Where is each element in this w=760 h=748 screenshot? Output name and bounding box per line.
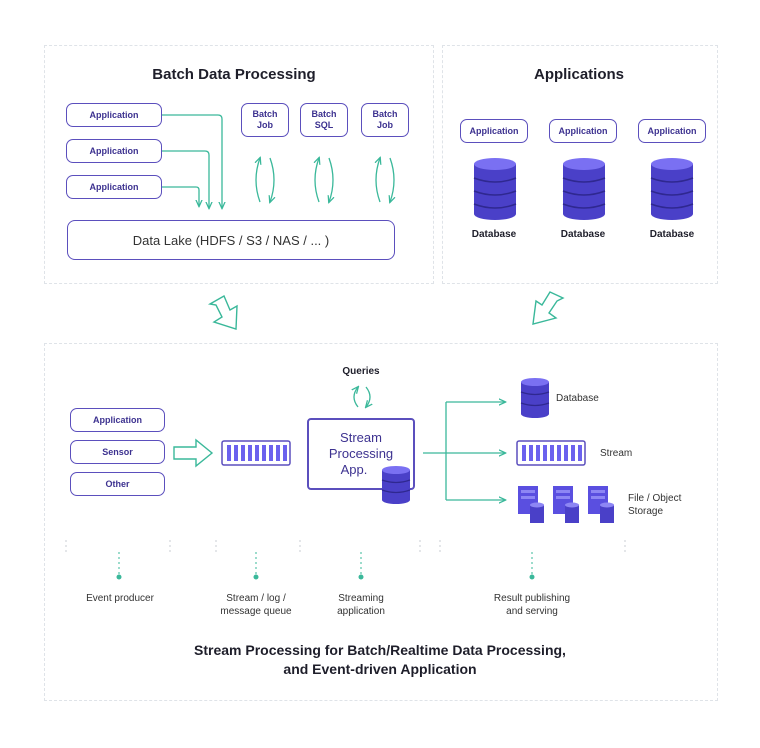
arrow-batch-to-stream <box>207 295 238 330</box>
batch-job-1-line1: Batch <box>252 109 278 119</box>
batch-application-2: Application <box>66 139 162 163</box>
caption-streaming-app-line1: Streaming <box>338 593 384 604</box>
app-panel-application-3: Application <box>638 119 706 143</box>
queue-icon <box>221 440 291 466</box>
stream-title-line1: Stream Processing for Batch/Realtime Dat… <box>194 642 566 658</box>
job2-arc-left <box>376 158 380 203</box>
database-label-1: Database <box>471 229 517 240</box>
output-stream-icon <box>516 440 586 466</box>
job2-arc-right <box>390 157 394 202</box>
caption-event-producer: Event producer <box>70 592 170 605</box>
queries-cycle-icon <box>354 387 370 407</box>
storage-icon <box>518 486 614 523</box>
caption-queue: Stream / log / message queue <box>206 592 306 618</box>
batch-sql-line1: Batch <box>311 109 337 119</box>
job1-arc-left <box>256 158 260 203</box>
batch-job-2-line2: Job <box>376 120 393 130</box>
output-storage-label-2: Storage <box>628 506 664 517</box>
database-icon-3 <box>650 158 694 220</box>
queries-label: Queries <box>342 366 380 377</box>
batch-application-1: Application <box>66 103 162 127</box>
stage-markers <box>118 552 533 574</box>
batch-job-2-line1: Batch <box>372 109 398 119</box>
database-label-3: Database <box>649 229 695 240</box>
app-panel-application-1: Application <box>460 119 528 143</box>
stage-separators <box>65 540 626 552</box>
output-database-label: Database <box>556 393 599 404</box>
database-icon-1 <box>473 158 517 220</box>
app-panel-application-2: Application <box>549 119 617 143</box>
output-connectors <box>423 402 505 500</box>
output-storage-label-1: File / Object <box>628 493 682 504</box>
arrow-producers-to-queue <box>173 438 214 468</box>
batch-sql-line2: SQL <box>314 120 334 130</box>
caption-queue-line1: Stream / log / <box>226 593 286 604</box>
batch-job-1: Batch Job <box>241 103 289 137</box>
database-icon-2 <box>562 158 606 220</box>
output-stream-label: Stream <box>600 448 633 459</box>
producer-sensor: Sensor <box>70 440 165 464</box>
connector-app1-lake <box>162 114 222 208</box>
database-label-2: Database <box>560 229 606 240</box>
caption-result-line2: and serving <box>506 606 558 617</box>
job1-arc-right <box>270 157 274 202</box>
caption-queue-line2: message queue <box>220 606 292 617</box>
caption-result: Result publishing and serving <box>472 592 592 618</box>
stream-title: Stream Processing for Batch/Realtime Dat… <box>44 641 716 679</box>
batch-application-3: Application <box>66 175 162 199</box>
batch-title: Batch Data Processing <box>152 66 316 83</box>
batch-sql: Batch SQL <box>300 103 348 137</box>
batch-job-1-line2: Job <box>256 120 273 130</box>
stage-dots <box>116 574 535 580</box>
connector-app3-lake <box>162 186 199 206</box>
job-arcs <box>256 158 394 202</box>
stream-title-line2: and Event-driven Application <box>283 661 477 677</box>
producer-application: Application <box>70 408 165 432</box>
sql-arc-left <box>315 158 319 203</box>
caption-event-producer-text: Event producer <box>86 593 154 604</box>
batch-connectors <box>162 114 222 208</box>
caption-streaming-app-line2: application <box>337 606 385 617</box>
caption-result-line1: Result publishing <box>493 593 571 604</box>
stream-app-database-icon <box>381 466 411 504</box>
stream-app-line1: Stream <box>340 430 382 445</box>
arrow-apps-to-stream <box>532 291 565 325</box>
batch-job-2: Batch Job <box>361 103 409 137</box>
data-lake: Data Lake (HDFS / S3 / NAS / ... ) <box>67 220 395 260</box>
stream-app-line3: App. <box>340 462 368 477</box>
caption-streaming-app: Streaming application <box>311 592 411 618</box>
sql-arc-right <box>329 157 333 202</box>
stream-app-line2: Processing <box>328 446 394 461</box>
output-database-icon <box>520 378 550 418</box>
connector-app2-lake <box>162 150 209 208</box>
applications-title: Applications <box>533 66 624 83</box>
producer-other: Other <box>70 472 165 496</box>
